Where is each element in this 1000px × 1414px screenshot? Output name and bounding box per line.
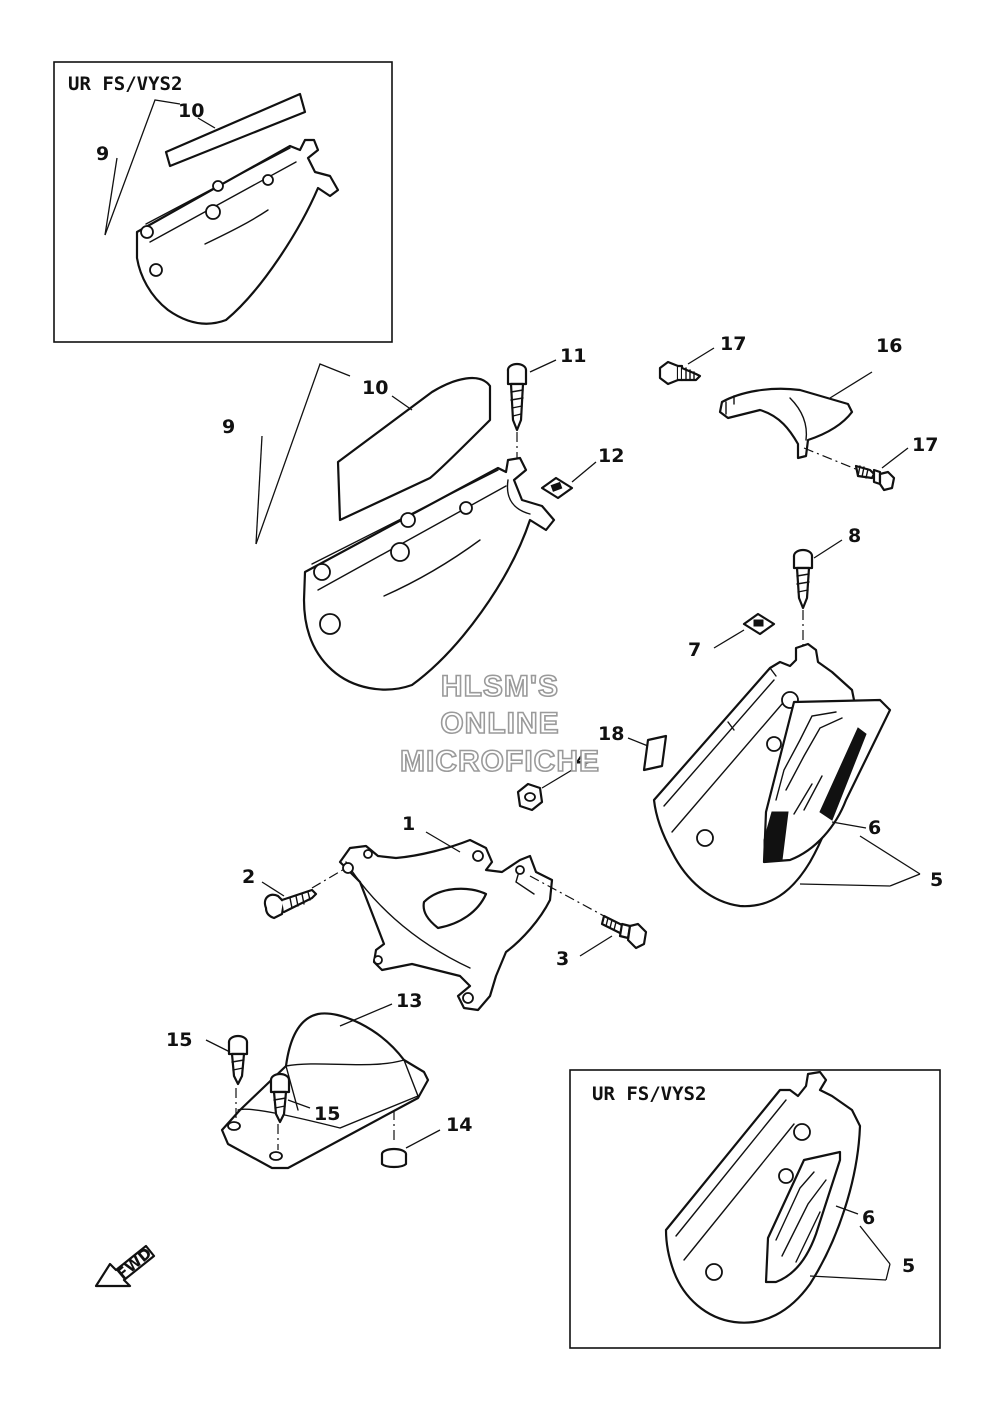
part-bolt-3: 3 [556,914,648,970]
callout-16: 16 [876,335,902,357]
part-cover-13: 13 [220,990,430,1170]
inset-cover-9 [135,138,340,325]
inset-top-left: UR FS/VYS2 10 9 [53,61,393,343]
part-screw-15a: 15 [166,1029,249,1120]
callout-15-right: 15 [314,1103,340,1125]
inset-title-bottom: UR FS/VYS2 [592,1083,706,1105]
part-screw-8: 8 [792,525,861,646]
callout-4: 4 [576,749,589,771]
callout-9: 9 [222,416,235,438]
watermark: HLSM'S ONLINE MICROFICHE [399,669,600,779]
fwd-arrow-icon: FWD [94,1244,155,1288]
part-cover-16: 16 [718,335,902,460]
watermark-line-2: ONLINE [440,707,559,740]
part-bracket-1: 1 [311,813,605,1012]
callout-18: 18 [598,723,624,745]
callout-inset-6: 6 [862,1207,875,1229]
callout-3: 3 [556,948,569,970]
part-label-18: 18 [598,723,668,772]
callout-17-top: 17 [720,333,746,355]
part-clip-7: 7 [688,612,776,661]
callout-6: 6 [868,817,881,839]
part-side-cover-5: 6 5 [652,642,943,908]
callout-inset-5: 5 [902,1255,915,1277]
callout-8: 8 [848,525,861,547]
part-cover-9: 10 9 [222,363,556,691]
part-bolt-17a: 17 [658,333,746,386]
watermark-line-1: HLSM'S [441,670,559,703]
decal-10 [336,377,492,522]
part-nut-4: 4 [516,749,589,812]
part-screw-15b: 15 [269,1072,340,1150]
part-grommet-14: 14 [380,1110,472,1169]
callout-11: 11 [560,345,586,367]
callout-14: 14 [446,1114,472,1136]
callout-1: 1 [402,813,415,835]
watermark-line-3: MICROFICHE [400,745,600,778]
callout-5: 5 [930,869,943,891]
callout-10: 10 [362,377,388,399]
inset-decal-10 [164,92,307,168]
part-clip-12: 12 [540,445,624,500]
callout-17-bottom: 17 [912,434,938,456]
inset-bottom-right: UR FS/VYS2 6 5 [569,1069,941,1349]
part-screw-11: 11 [506,345,586,458]
part-bolt-17b: 17 [803,434,938,492]
callout-7: 7 [688,639,701,661]
part-screw-2: 2 [242,866,318,920]
callout-inset-9: 9 [96,143,109,165]
callout-inset-10: 10 [178,100,204,122]
inset-title-top: UR FS/VYS2 [68,73,182,95]
callout-13: 13 [396,990,422,1012]
callout-15-left: 15 [166,1029,192,1051]
callout-2: 2 [242,866,255,888]
callout-12: 12 [598,445,624,467]
